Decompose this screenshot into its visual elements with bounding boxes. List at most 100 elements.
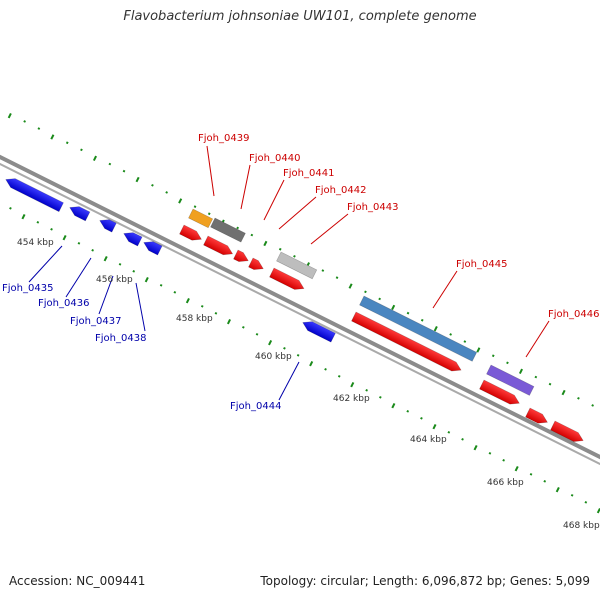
gene-label[interactable]: Fjoh_0444 (230, 401, 281, 412)
gene-arrow[interactable] (4, 175, 64, 213)
gene-arrow[interactable] (210, 217, 246, 243)
gene-label[interactable]: Fjoh_0442 (315, 185, 366, 196)
gene-arrow[interactable] (276, 251, 318, 280)
leader-line (135, 282, 146, 332)
map-title: Flavobacterium johnsoniae UW101, complet… (123, 9, 477, 24)
tick-mark (263, 240, 268, 247)
tick-mark (108, 162, 112, 166)
tick-mark (283, 347, 286, 350)
gene-arrow[interactable] (142, 238, 163, 256)
leader-line (240, 164, 251, 210)
accession-text: Accession: NC_009441 (9, 574, 146, 588)
tick-mark (250, 233, 254, 237)
gene-arrow[interactable] (248, 257, 266, 273)
gene-arrow[interactable] (269, 267, 307, 293)
tick-mark (447, 431, 451, 434)
tick-mark (591, 404, 594, 407)
tick-mark (23, 120, 26, 123)
tick-mark (570, 494, 574, 497)
gene-label[interactable]: Fjoh_0443 (347, 202, 398, 213)
gene-label[interactable]: Fjoh_0437 (70, 316, 121, 327)
tick-mark (7, 113, 12, 119)
gene-arrow[interactable] (68, 203, 91, 222)
leader-line (432, 270, 458, 309)
leader-line (278, 361, 300, 401)
gene-arrow[interactable] (122, 229, 143, 247)
ruler-label: 454 kbp (17, 238, 54, 248)
gene-arrow[interactable] (179, 224, 204, 244)
tick-mark (514, 466, 519, 472)
tick-mark (577, 397, 580, 400)
tick-mark (548, 382, 552, 386)
gene-label[interactable]: Fjoh_0440 (249, 153, 300, 164)
tick-mark (378, 297, 381, 301)
tick-mark (144, 277, 149, 283)
tick-mark (62, 235, 67, 241)
gene-label[interactable]: Fjoh_0439 (198, 133, 249, 144)
tick-mark (529, 472, 533, 476)
tick-mark (91, 249, 94, 252)
tick-mark (379, 395, 382, 399)
tick-mark (77, 242, 81, 245)
tick-mark (391, 304, 396, 311)
ruler-label: 458 kbp (176, 314, 213, 324)
gene-arrow[interactable] (359, 295, 478, 362)
leader-line (206, 145, 215, 197)
gene-label[interactable]: Fjoh_0436 (38, 298, 89, 309)
gene-arrow[interactable] (525, 407, 550, 427)
gene-arrow[interactable] (188, 208, 214, 229)
tick-mark (159, 284, 163, 287)
tick-mark (255, 333, 259, 336)
tick-mark (335, 276, 339, 279)
tick-mark (488, 452, 492, 455)
tick-mark (555, 487, 560, 493)
gene-arrow[interactable] (550, 420, 586, 445)
gene-features (4, 175, 586, 445)
gene-label[interactable]: Fjoh_0435 (2, 283, 53, 294)
tick-mark (278, 247, 282, 251)
tick-mark (214, 312, 218, 315)
tick-mark (173, 291, 177, 294)
gene-label[interactable]: Fjoh_0441 (283, 168, 334, 179)
tick-mark (207, 212, 211, 216)
ruler-label: 456 kbp (96, 275, 133, 285)
tick-mark (543, 479, 547, 483)
tick-mark (420, 417, 423, 420)
leader-line (98, 275, 114, 315)
tick-mark (365, 389, 368, 392)
gene-arrow[interactable] (233, 249, 251, 265)
gene-arrow[interactable] (479, 379, 522, 408)
tick-mark (324, 367, 327, 371)
tick-mark (50, 134, 55, 140)
ruler-label: 466 kbp (487, 478, 524, 488)
gene-arrow[interactable] (351, 311, 464, 375)
gene-arrow[interactable] (486, 364, 535, 396)
tick-mark (506, 361, 509, 365)
tick-mark (21, 213, 26, 220)
tick-mark (226, 319, 231, 325)
upper-tick-track (7, 113, 594, 407)
backbone-outer (0, 154, 600, 460)
tick-mark (92, 155, 97, 161)
gene-arrow[interactable] (301, 318, 336, 343)
tick-mark (185, 298, 190, 304)
tick-mark (80, 148, 83, 152)
leader-line (28, 245, 63, 283)
tick-mark (433, 326, 438, 332)
ruler-label: 468 kbp (563, 521, 600, 531)
gene-label[interactable]: Fjoh_0438 (95, 333, 146, 344)
gene-label[interactable]: Fjoh_0445 (456, 259, 507, 270)
tick-mark (406, 410, 410, 413)
gene-arrow[interactable] (98, 216, 117, 233)
tick-mark (65, 141, 69, 145)
tick-mark (561, 389, 566, 396)
gene-label[interactable]: Fjoh_0446 (548, 309, 599, 320)
tick-mark (350, 382, 355, 388)
gene-arrow[interactable] (203, 235, 235, 258)
tick-mark (321, 269, 325, 272)
tick-mark (103, 255, 108, 262)
tick-mark (473, 445, 478, 451)
tick-mark (268, 340, 273, 346)
tick-mark (118, 263, 122, 266)
